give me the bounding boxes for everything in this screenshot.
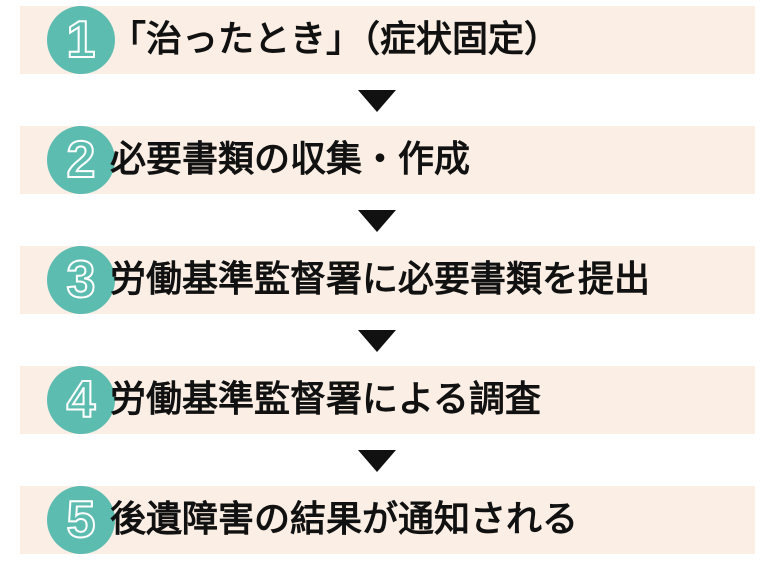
down-arrow-icon <box>358 210 396 232</box>
step-label: 「治ったとき」（症状固定） <box>110 19 561 60</box>
step-label: 必要書類の収集・作成 <box>110 139 471 180</box>
step-number-badge: 3 <box>47 246 115 314</box>
step-2: 2 必要書類の収集・作成 <box>20 126 755 194</box>
step-number-badge: 1 <box>47 6 115 74</box>
step-number-badge: 5 <box>47 486 115 554</box>
down-arrow-icon <box>358 330 396 352</box>
step-3: 3 労働基準監督署に必要書類を提出 <box>20 246 755 314</box>
step-1: 1 「治ったとき」（症状固定） <box>20 6 755 74</box>
step-5: 5 後遺障害の結果が通知される <box>20 486 755 554</box>
step-label: 労働基準監督署に必要書類を提出 <box>110 259 651 300</box>
step-label: 労働基準監督署による調査 <box>110 379 541 420</box>
step-4: 4 労働基準監督署による調査 <box>20 366 755 434</box>
down-arrow-icon <box>358 450 396 472</box>
step-label: 後遺障害の結果が通知される <box>110 499 579 540</box>
step-number-badge: 2 <box>47 126 115 194</box>
step-number-badge: 4 <box>47 366 115 434</box>
down-arrow-icon <box>358 90 396 112</box>
